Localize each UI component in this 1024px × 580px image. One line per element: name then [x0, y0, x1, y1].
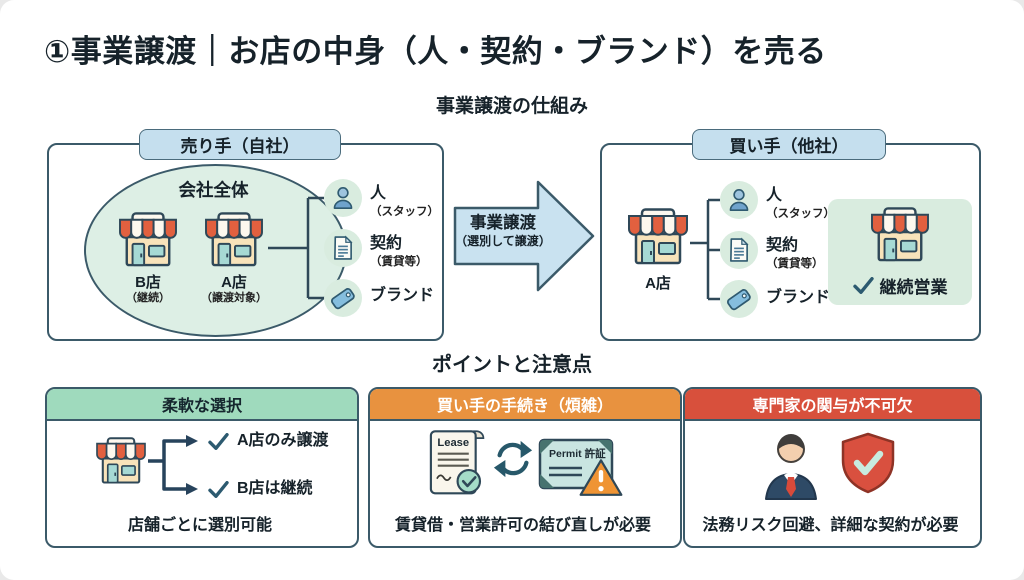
check-icon [208, 481, 229, 498]
page-title: ①事業譲渡｜お店の中身（人・契約・ブランド）を売る [44, 34, 827, 69]
transfer-arrow-title: 事業譲渡 [470, 214, 536, 232]
seller-asset-contract-note: （賃貸等） [370, 256, 428, 268]
warning-icon [579, 459, 623, 496]
buyer-asset-contract-label: 契約 [766, 237, 799, 254]
buyer-asset-brand-circle [720, 280, 758, 318]
continuation-store-icon [869, 207, 931, 263]
seller-header-label: 売り手（自社） [180, 137, 300, 156]
flexible-option-1: A店のみ譲渡 [208, 431, 329, 451]
store-a-icon [203, 212, 265, 268]
store-icon [94, 437, 148, 485]
points-heading: ポイントと注意点 [432, 354, 592, 376]
buyer-asset-brand-label: ブランド [766, 289, 831, 306]
buyer-asset-contract-note: （賃貸等） [766, 258, 824, 270]
refresh-icon [493, 440, 533, 478]
seller-connector [268, 196, 324, 300]
contract-icon [726, 237, 752, 263]
store-b-note: （継続） [126, 292, 170, 304]
buyer-asset-person-note: （スタッフ） [766, 208, 835, 220]
card-flexible: 柔軟な選択 [45, 387, 359, 548]
lease-label: Lease [437, 437, 469, 449]
continuation-label: 継続営業 [879, 278, 948, 297]
person-icon [726, 187, 752, 213]
buyer-connector [690, 198, 720, 301]
flexible-option-1-label: A店のみ譲渡 [237, 432, 329, 449]
buyer-store-label: A店 [645, 275, 671, 292]
contract-icon [330, 235, 356, 261]
seller-asset-person-label: 人 [370, 185, 387, 202]
transfer-arrow [453, 180, 595, 292]
branch-arrows [148, 435, 198, 495]
mechanism-heading: 事業譲渡の仕組み [435, 96, 588, 117]
card-flexible-caption: 店舗ごとに選別可能 [127, 517, 272, 534]
buyer-store-icon [626, 208, 690, 266]
buyer-asset-person-label: 人 [766, 187, 783, 204]
seller-asset-contract-label: 契約 [370, 235, 403, 252]
company-label: 会社全体 [178, 180, 249, 200]
person-icon [330, 185, 356, 211]
store-b-label: B店 [135, 274, 161, 291]
check-icon [853, 277, 874, 294]
seller-asset-brand-circle [324, 279, 362, 317]
buyer-header-label: 買い手（他社） [729, 137, 849, 156]
card-experts: 専門家の関与が不可欠 [683, 387, 982, 548]
card-experts-header: 専門家の関与が不可欠 [685, 389, 980, 421]
brand-tag-icon [329, 284, 357, 312]
continuation-result: 継続営業 [828, 273, 972, 298]
store-a-label: A店 [221, 274, 247, 291]
brand-tag-icon [725, 285, 753, 313]
seller-asset-person-circle [324, 179, 362, 217]
check-icon [208, 433, 229, 450]
flexible-option-2-label: B店は継続 [237, 480, 313, 497]
transfer-arrow-subtitle: （選別して譲渡） [455, 233, 551, 248]
buyer-asset-person-circle [720, 181, 758, 219]
card-procedures-header: 買い手の手続き（煩雑） [370, 389, 680, 421]
card-flexible-header: 柔軟な選択 [47, 389, 357, 421]
card-experts-caption: 法務リスク回避、詳細な契約が必要 [702, 517, 959, 534]
buyer-header-pill: 買い手（他社） [692, 129, 886, 160]
card-procedures-caption: 賃貸借・営業許可の結び直しが必要 [394, 517, 651, 534]
lease-document-icon: Lease [429, 430, 485, 495]
buyer-asset-contract-circle [720, 231, 758, 269]
permit-label: Permit 許証 [549, 447, 606, 460]
seller-asset-brand-label: ブランド [370, 287, 435, 304]
store-b-icon [117, 212, 179, 268]
seller-asset-contract-circle [324, 229, 362, 267]
flexible-option-2: B店は継続 [208, 479, 313, 499]
store-a-note: （譲渡対象） [201, 292, 267, 304]
expert-person-icon [765, 434, 817, 500]
transfer-arrow-text: 事業譲渡 （選別して譲渡） [455, 213, 551, 249]
seller-asset-person-note: （スタッフ） [370, 206, 439, 218]
shield-check-icon [841, 432, 895, 494]
seller-header-pill: 売り手（自社） [139, 129, 341, 160]
